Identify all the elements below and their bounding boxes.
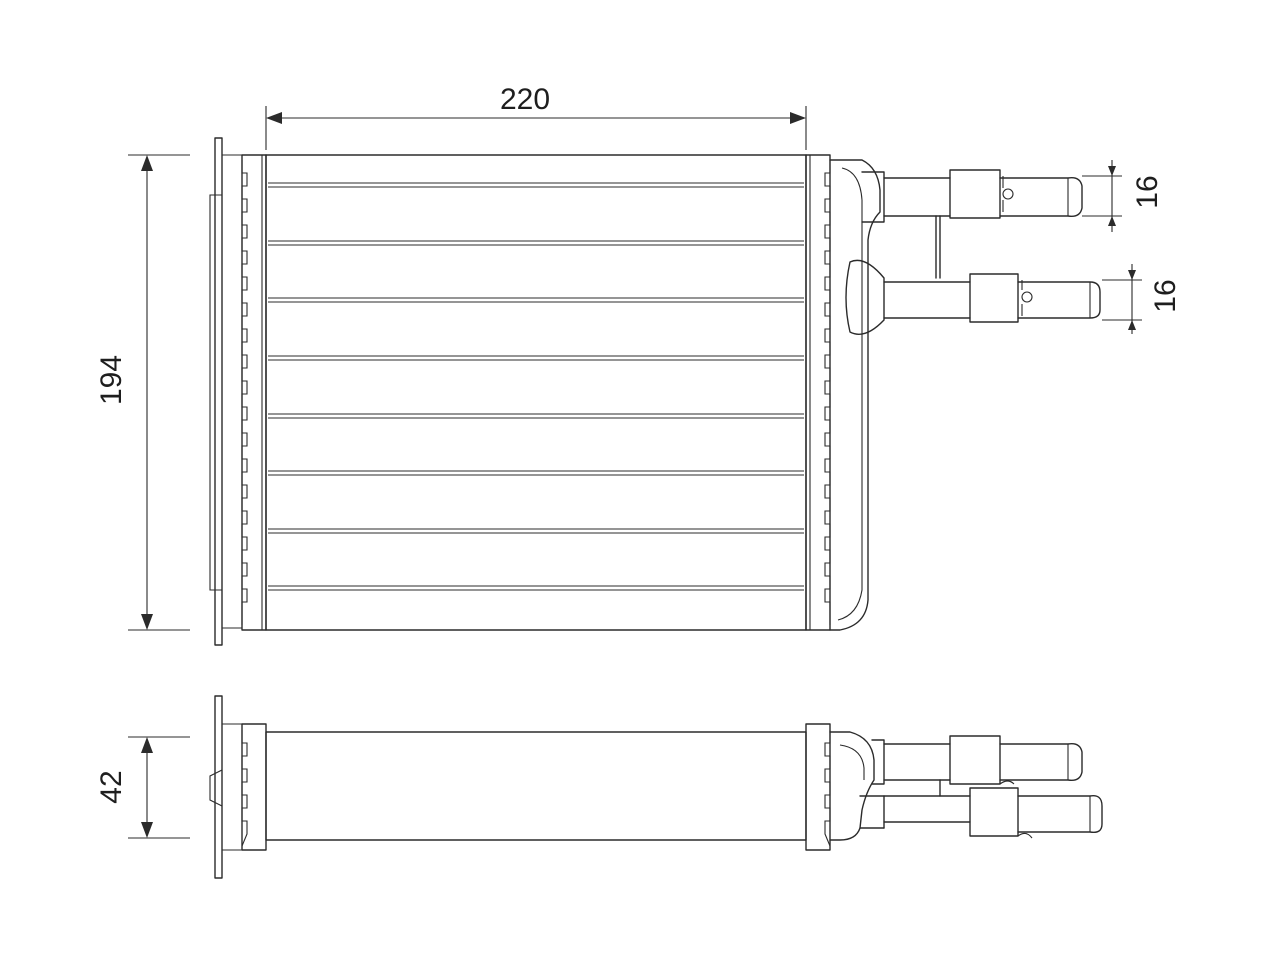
pipe-upper-label: 16: [1131, 175, 1164, 208]
dimension-pipe-lower: 16: [1102, 264, 1182, 334]
left-header-tank: [241, 154, 267, 631]
pipe-lower-label: 16: [1149, 279, 1182, 312]
front-mounting-flange: [214, 137, 223, 646]
front-view: [209, 137, 1101, 646]
width-label: 220: [500, 83, 550, 116]
right-header-tank: [805, 154, 831, 631]
side-manifold: [829, 159, 881, 631]
dimension-pipe-upper: 16: [1082, 160, 1164, 232]
dimension-depth: 42: [95, 736, 190, 839]
side-view: [209, 695, 1103, 879]
side-core: [265, 731, 807, 841]
lower-pipe: [845, 259, 1101, 335]
upper-pipe: [861, 169, 1083, 223]
core-tubes: [268, 182, 804, 591]
dimension-height: 194: [95, 154, 190, 631]
dimension-width: 220: [265, 83, 807, 150]
height-label: 194: [95, 355, 128, 405]
side-mounting-flange: [214, 695, 223, 879]
front-core: [265, 154, 807, 631]
depth-label: 42: [95, 770, 128, 803]
